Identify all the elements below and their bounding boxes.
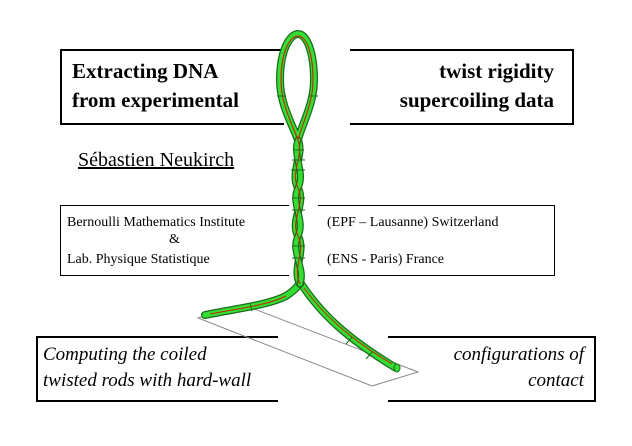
subtitle-box-left (36, 336, 278, 402)
subtitle-left-line1: Computing the coiled (43, 344, 207, 365)
title-left-line1: Extracting DNA (72, 59, 219, 83)
hard-wall-plane (196, 304, 420, 387)
author-name: Sébastien Neukirch (78, 149, 235, 171)
rod-centerline (280, 35, 314, 285)
affiliation-left-line2: Lab. Physique Statistique (67, 252, 210, 267)
subtitle-left-line2: twisted rods with hard-wall (43, 370, 252, 391)
rod-tail (201, 272, 400, 372)
affiliation-left-line1: Bernoulli Mathematics Institute (67, 215, 246, 230)
subtitle-box-right (388, 336, 596, 402)
rod-end-cap (393, 363, 401, 373)
affiliation-ampersand: & (169, 232, 180, 247)
affiliation-box-right (318, 205, 555, 276)
title-left-line2: from experimental (72, 88, 239, 112)
rod-section-ticks (249, 95, 373, 360)
title-right-line1: twist rigidity (439, 59, 554, 83)
affiliation-box-left (60, 205, 289, 276)
title-right-line2: supercoiling data (399, 88, 554, 112)
subtitle-right-line2: contact (528, 370, 584, 391)
affiliation-right-line1: (EPF – Lausanne) Switzerland (327, 215, 499, 230)
title-box-left (60, 49, 284, 125)
subtitle-right-line1: configurations of (453, 344, 584, 365)
affiliation-right-line2: (ENS - Paris) France (327, 252, 445, 267)
title-box-right (350, 49, 574, 125)
